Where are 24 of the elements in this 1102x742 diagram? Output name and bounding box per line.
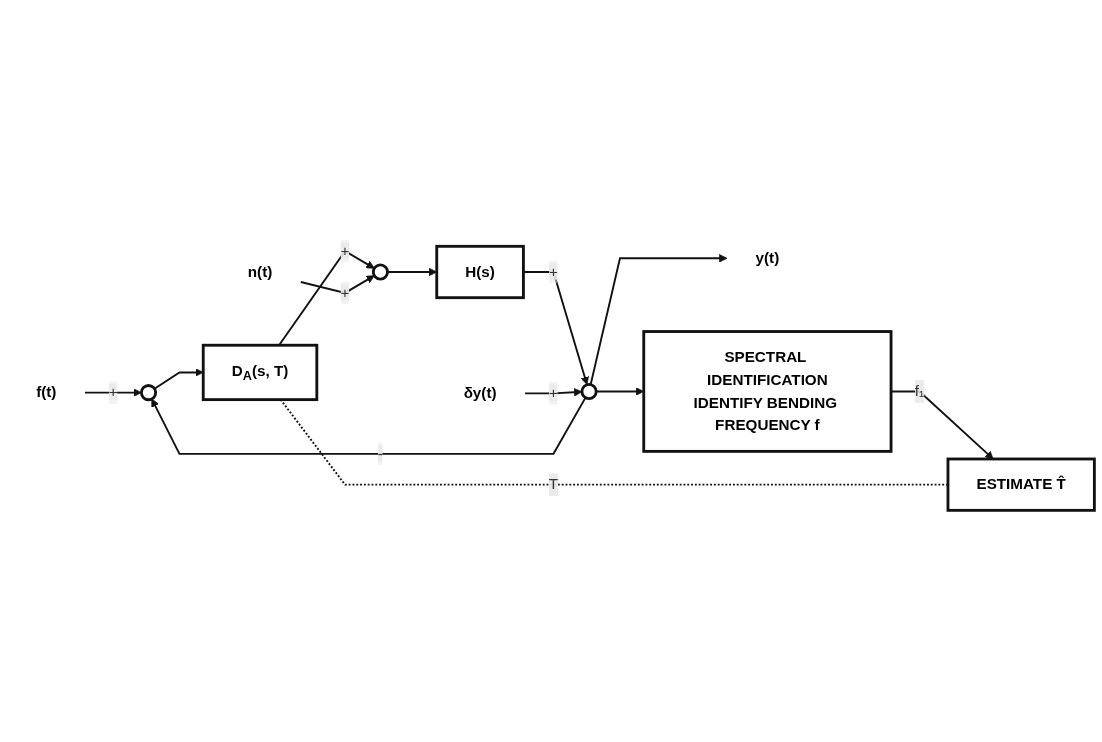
arrow bbox=[153, 367, 204, 390]
node-box: D$_{A}$(s, T) bbox=[201, 343, 319, 401]
node-text: f(t) bbox=[36, 383, 57, 400]
node-text: n(t) bbox=[247, 262, 273, 280]
node-box: H(s) bbox=[435, 244, 525, 299]
edge-label: T bbox=[548, 475, 559, 492]
node-circle bbox=[580, 382, 598, 400]
node-box: ESTIMATE T̂ bbox=[946, 457, 1096, 512]
node-circle bbox=[140, 383, 158, 401]
node-text: y(t) bbox=[755, 249, 780, 266]
edge-label: + bbox=[340, 283, 350, 301]
arrow bbox=[589, 253, 728, 385]
arrow bbox=[151, 396, 587, 455]
node-box: SPECTRAL IDENTIFICATION IDENTIFY BENDING FREQUENCY f bbox=[642, 329, 893, 453]
edge-label: - bbox=[377, 444, 383, 461]
node-circle bbox=[371, 262, 389, 281]
edge-label: + bbox=[549, 384, 558, 401]
edge-label: f₁ bbox=[914, 382, 925, 399]
edge-label: + bbox=[108, 383, 118, 400]
arrow bbox=[524, 387, 583, 396]
arrow bbox=[299, 274, 375, 294]
edge-label: + bbox=[549, 262, 558, 280]
edge-label: + bbox=[340, 242, 350, 259]
node-text: δy(t) bbox=[463, 384, 497, 401]
